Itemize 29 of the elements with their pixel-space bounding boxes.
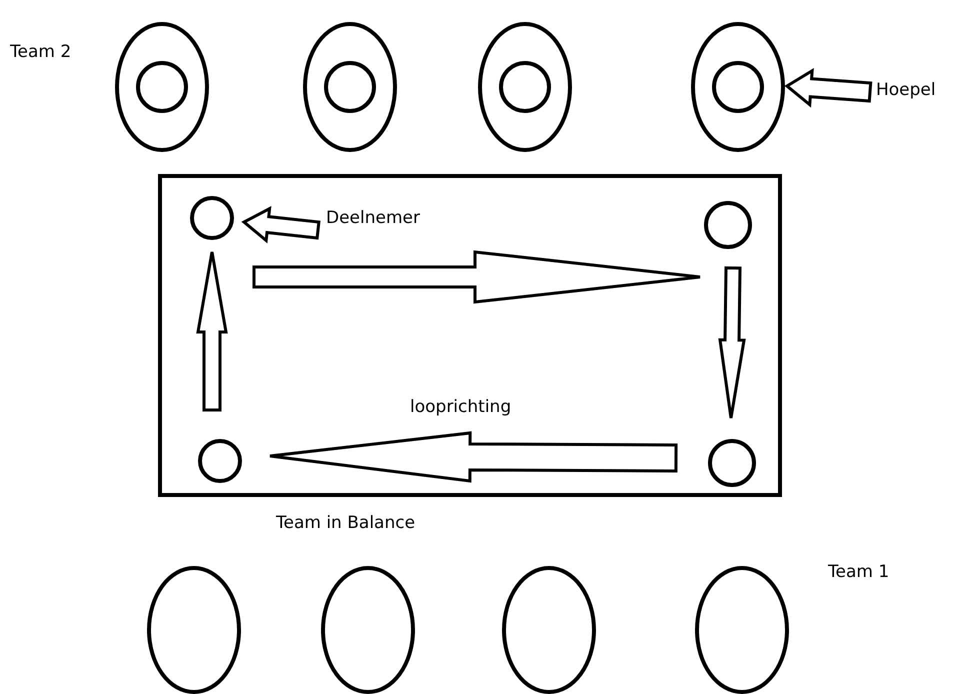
block-arrow [268, 431, 678, 483]
playing-field [158, 174, 782, 497]
participant-circle [190, 196, 234, 240]
direction-label: looprichting [410, 397, 512, 417]
hoop-ellipse [691, 22, 785, 152]
team-label: Team 1 [828, 562, 890, 582]
inner-circle [712, 61, 764, 113]
block-arrow [718, 266, 746, 420]
participant-circle [704, 201, 752, 249]
inner-circle [499, 61, 551, 113]
hoop-ellipse [303, 22, 397, 152]
team-label: Team 2 [10, 42, 72, 62]
hoop-ellipse [478, 22, 572, 152]
hoop-ellipse [321, 566, 415, 694]
block-arrow [252, 250, 702, 304]
hoop-ellipse [115, 22, 209, 152]
block-arrow [196, 250, 228, 412]
hoop-ellipse [695, 566, 789, 694]
inner-circle [324, 61, 376, 113]
participant-circle [708, 439, 756, 487]
block-arrow [241, 206, 321, 244]
participant-circle [198, 439, 242, 483]
game-label: Team in Balance [276, 513, 416, 533]
hoop-ellipse [502, 566, 596, 694]
inner-circle [136, 61, 188, 113]
callout-label: Hoepel [876, 80, 956, 106]
callout-label: Deelnemer [326, 208, 446, 234]
hoop-ellipse [147, 566, 241, 694]
block-arrow [784, 68, 872, 108]
